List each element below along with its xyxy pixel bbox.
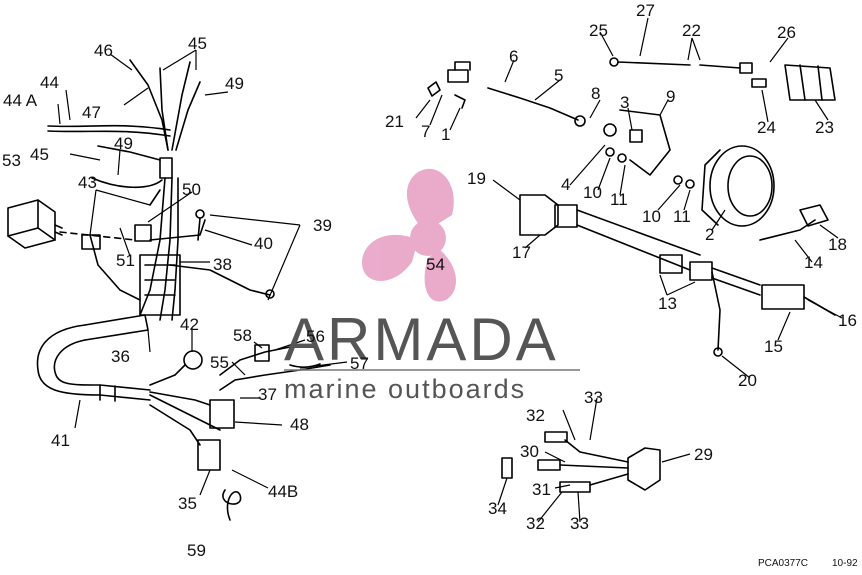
leader-lines xyxy=(57,17,843,523)
callout-32b: 32 xyxy=(526,514,545,533)
callout-16: 16 xyxy=(838,311,857,330)
callout-49a: 49 xyxy=(225,74,244,93)
callout-37: 37 xyxy=(258,385,277,404)
callout-6: 6 xyxy=(509,47,518,66)
callout-47: 47 xyxy=(82,103,101,122)
callout-59: 59 xyxy=(187,541,206,560)
callout-33a: 33 xyxy=(584,388,603,407)
callout-44a: 44 A xyxy=(3,91,38,110)
callout-7: 7 xyxy=(421,122,430,141)
callout-42: 42 xyxy=(180,315,199,334)
callout-26: 26 xyxy=(777,23,796,42)
callout-40: 40 xyxy=(254,234,273,253)
propeller-blade-top xyxy=(406,168,454,232)
callout-17: 17 xyxy=(512,243,531,262)
callout-45b: 45 xyxy=(30,145,49,164)
callout-13: 13 xyxy=(658,294,677,313)
callout-10a: 10 xyxy=(583,183,602,202)
callout-11b: 11 xyxy=(673,207,691,226)
part-callouts: 1 2 3 4 5 6 7 8 9 10 10 11 11 13 14 15 1… xyxy=(2,1,857,560)
callout-2: 2 xyxy=(705,225,714,244)
callout-34: 34 xyxy=(488,499,507,518)
callout-33b: 33 xyxy=(570,514,589,533)
callout-21: 21 xyxy=(385,112,404,131)
callout-30: 30 xyxy=(520,442,539,461)
callout-19: 19 xyxy=(467,169,486,188)
callout-14: 14 xyxy=(804,253,823,272)
callout-32a: 32 xyxy=(526,406,545,425)
callout-38: 38 xyxy=(213,255,232,274)
callout-3: 3 xyxy=(620,93,629,112)
callout-39: 39 xyxy=(313,216,332,235)
callout-56: 56 xyxy=(306,327,325,346)
callout-49b: 49 xyxy=(114,134,133,153)
callout-25: 25 xyxy=(589,21,608,40)
wiring-line-art xyxy=(7,57,836,521)
callout-44: 44 xyxy=(40,73,59,92)
callout-35: 35 xyxy=(178,494,197,513)
callout-1: 1 xyxy=(441,125,450,144)
callout-51: 51 xyxy=(116,251,135,270)
armada-propeller-logo xyxy=(361,168,457,302)
callout-8: 8 xyxy=(591,84,600,103)
callout-44b: 44B xyxy=(268,482,298,501)
callout-58: 58 xyxy=(233,326,252,345)
callout-53: 53 xyxy=(2,151,21,170)
callout-48: 48 xyxy=(290,415,309,434)
propeller-blade-right xyxy=(424,250,457,302)
callout-10b: 10 xyxy=(642,207,661,226)
callout-36: 36 xyxy=(111,347,130,366)
callout-11a: 11 xyxy=(610,190,628,209)
callout-55: 55 xyxy=(210,353,229,372)
callout-22: 22 xyxy=(682,21,701,40)
watermark-tagline: marine outboards xyxy=(284,374,526,404)
footer-date: 10-92 xyxy=(832,558,858,569)
footer-code: PCA0377C xyxy=(758,558,808,569)
callout-50: 50 xyxy=(182,180,201,199)
callout-29: 29 xyxy=(694,445,713,464)
propeller-blade-left xyxy=(361,234,418,281)
callout-54: 54 xyxy=(426,255,445,274)
watermark-brand: ARMADA xyxy=(284,306,559,373)
callout-57: 57 xyxy=(350,354,369,373)
callout-41: 41 xyxy=(51,431,70,450)
callout-4: 4 xyxy=(561,175,570,194)
callout-9: 9 xyxy=(666,87,675,106)
callout-5: 5 xyxy=(554,66,563,85)
callout-27: 27 xyxy=(636,1,655,20)
callout-45a: 45 xyxy=(188,34,207,53)
callout-46: 46 xyxy=(94,41,113,60)
callout-18: 18 xyxy=(828,235,847,254)
propeller-hub xyxy=(410,220,446,256)
callout-15: 15 xyxy=(764,337,783,356)
callout-20: 20 xyxy=(738,371,757,390)
callout-24: 24 xyxy=(757,118,776,137)
callout-31: 31 xyxy=(532,480,551,499)
callout-43: 43 xyxy=(78,173,97,192)
callout-23: 23 xyxy=(815,118,834,137)
